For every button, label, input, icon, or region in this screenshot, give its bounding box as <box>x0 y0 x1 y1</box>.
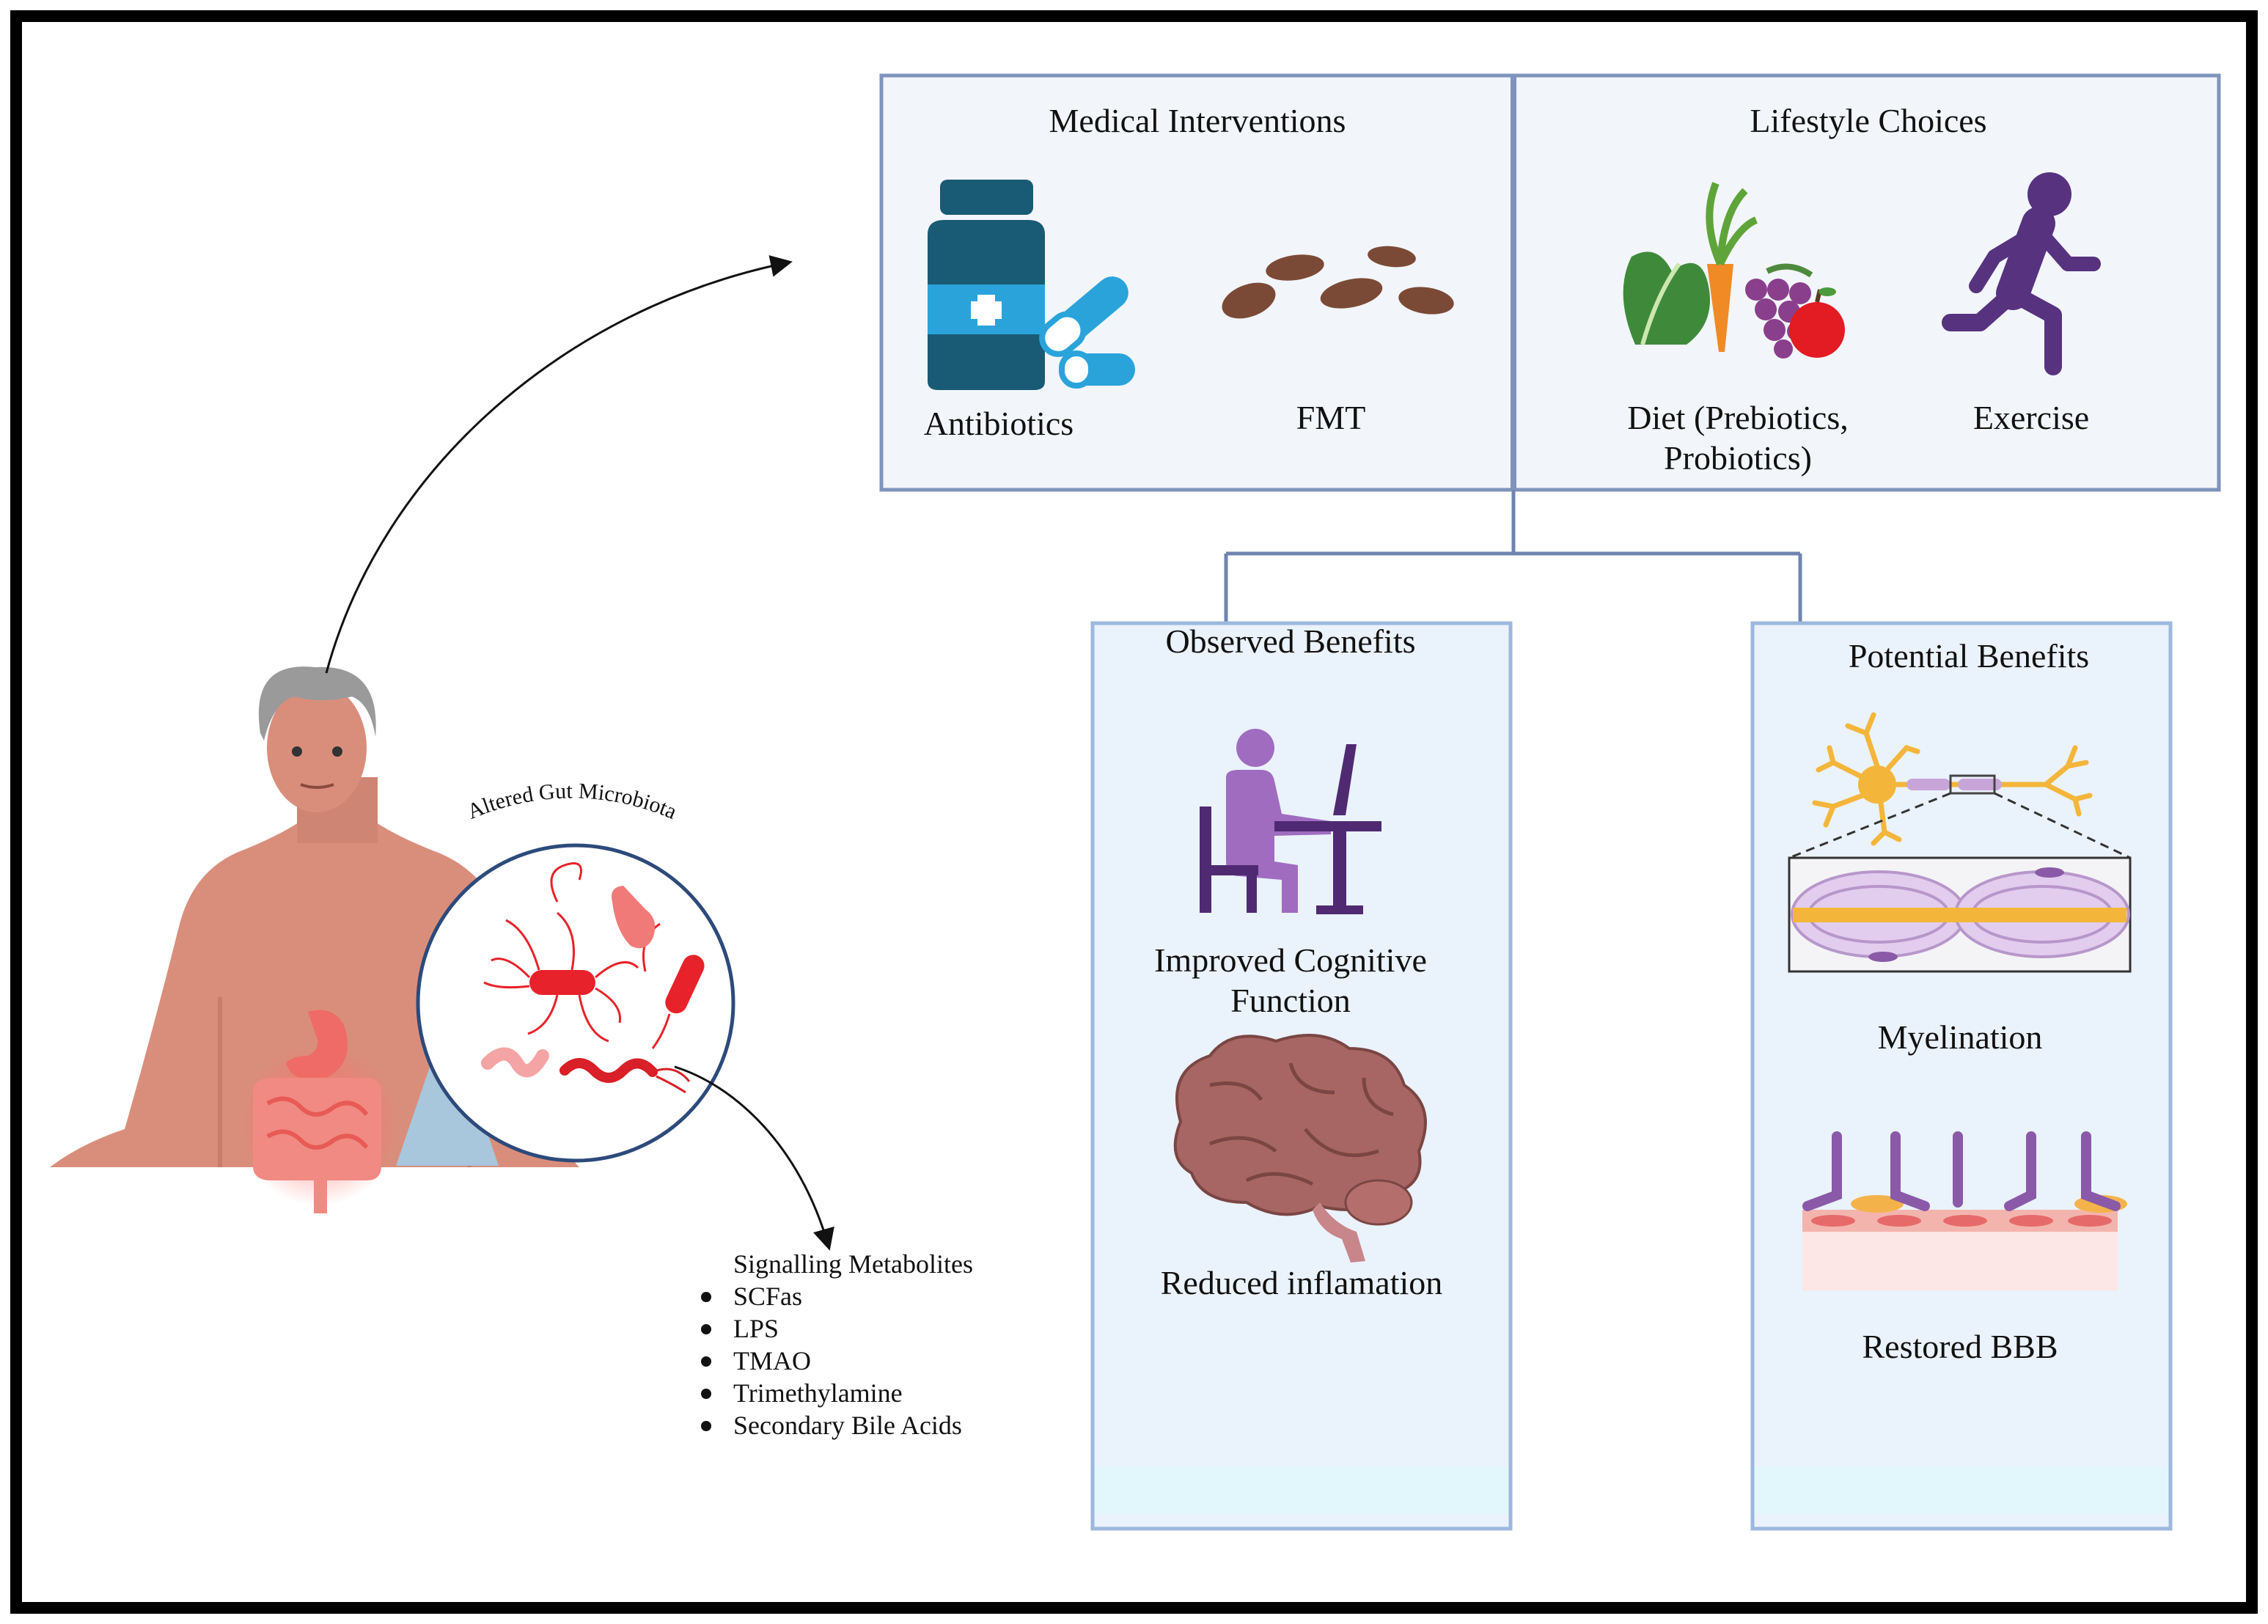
metabolites-title: Signalling Metabolites <box>733 1249 973 1279</box>
arrow-to-interventions <box>325 255 793 674</box>
zoom-lines <box>1788 792 2131 859</box>
potential-panel-box <box>1750 621 2173 1531</box>
myelination-label: Myelination <box>1878 1018 2043 1056</box>
myelin-cross-section-icon <box>1788 856 2132 973</box>
restored-bbb-label: Restored BBB <box>1862 1328 2058 1365</box>
metabolite-bullet <box>701 1389 711 1399</box>
arrow-to-metabolites <box>674 1065 834 1251</box>
metabolite-bullet <box>701 1324 711 1334</box>
antibiotic-bottle-icon <box>928 180 1045 390</box>
fmt-icon <box>1222 246 1454 319</box>
medical-interventions-title: Medical Interventions <box>1049 102 1346 139</box>
intestines-icon <box>253 1078 381 1180</box>
observed-benefits-title: Observed Benefits <box>1165 622 1415 660</box>
potential-panel-footer <box>1755 1466 2168 1514</box>
bacteria-icons <box>481 862 705 1094</box>
metabolite-item: TMAO <box>733 1346 811 1375</box>
metabolite-bullet <box>701 1356 711 1367</box>
connector-lines <box>1224 490 1802 623</box>
diet-label-line2: Probiotics) <box>1664 439 1812 477</box>
outer-frame <box>10 10 2258 1614</box>
hair <box>258 666 376 741</box>
stomach-icon <box>286 1010 348 1080</box>
lifestyle-choices-title: Lifestyle Choices <box>1750 102 1986 139</box>
myelin-segments-icon <box>1906 774 2002 795</box>
exercise-label: Exercise <box>1973 399 2089 436</box>
metabolite-item: Trimethylamine <box>733 1378 903 1408</box>
altered-gut-microbiota-label: Altered Gut Microbiota <box>463 779 680 824</box>
metabolite-bullet <box>701 1292 711 1302</box>
metabolite-item: Secondary Bile Acids <box>733 1411 962 1440</box>
diet-label-line1: Diet (Prebiotics, <box>1627 399 1849 436</box>
head <box>267 683 367 812</box>
potential-benefits-title: Potential Benefits <box>1849 637 2089 675</box>
improved-cognitive-label-line2: Function <box>1230 982 1351 1019</box>
diet-produce-icon <box>1623 182 1845 359</box>
medical-interventions-panel: Medical Interventions Antibiotics <box>879 73 1516 492</box>
observed-panel-footer <box>1095 1466 1508 1514</box>
metabolite-bullet <box>701 1421 711 1431</box>
gut-microbiota-zoom: Altered Gut Microbiota <box>416 779 735 1163</box>
running-person-icon <box>1942 172 2101 375</box>
fmt-label: FMT <box>1296 399 1366 436</box>
reduced-inflammation-label: Reduced inflamation <box>1161 1264 1443 1301</box>
lifestyle-choices-panel: Lifestyle Choices Diet (Prebiotics, Prob… <box>1511 73 2221 492</box>
improved-cognitive-label-line1: Improved Cognitive <box>1154 941 1427 979</box>
brain-icon <box>1173 1034 1427 1263</box>
antibiotics-label: Antibiotics <box>924 405 1074 442</box>
metabolite-item: LPS <box>733 1314 779 1343</box>
metabolite-item: SCFas <box>733 1282 802 1311</box>
potential-benefits-panel: Potential Benefits <box>1750 621 2173 1531</box>
person-at-computer-icon <box>1200 729 1381 914</box>
observed-benefits-panel: Observed Benefits Improved Cognitive Fun… <box>1090 621 1513 1531</box>
blood-brain-barrier-icon <box>1802 1131 2127 1290</box>
capsule-icon <box>1039 276 1135 389</box>
